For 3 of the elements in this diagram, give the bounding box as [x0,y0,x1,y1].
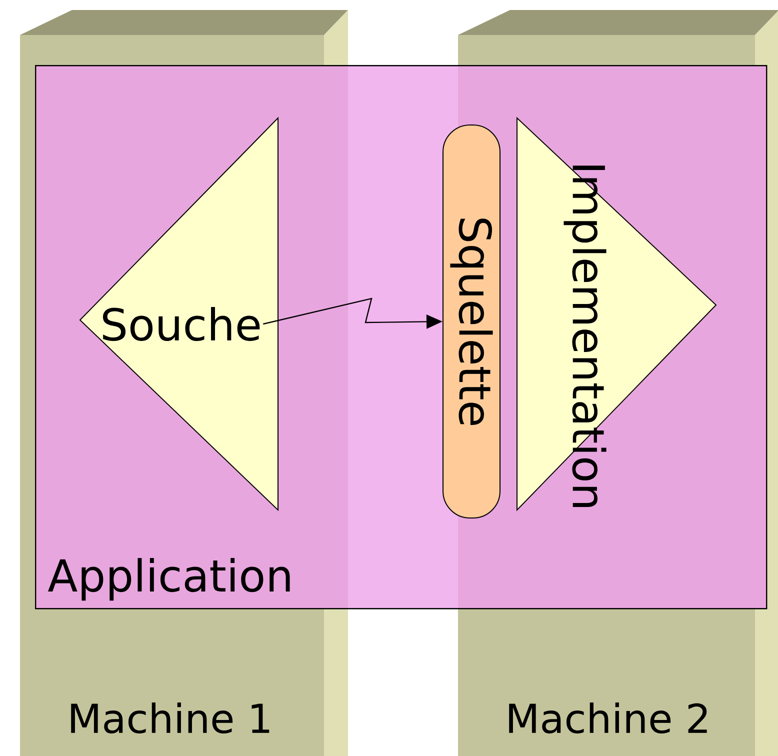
skeleton-pill: Squelette [442,124,500,518]
machine-label: Machine 1 [71,702,270,734]
machine-label: Machine 2 [509,702,707,734]
